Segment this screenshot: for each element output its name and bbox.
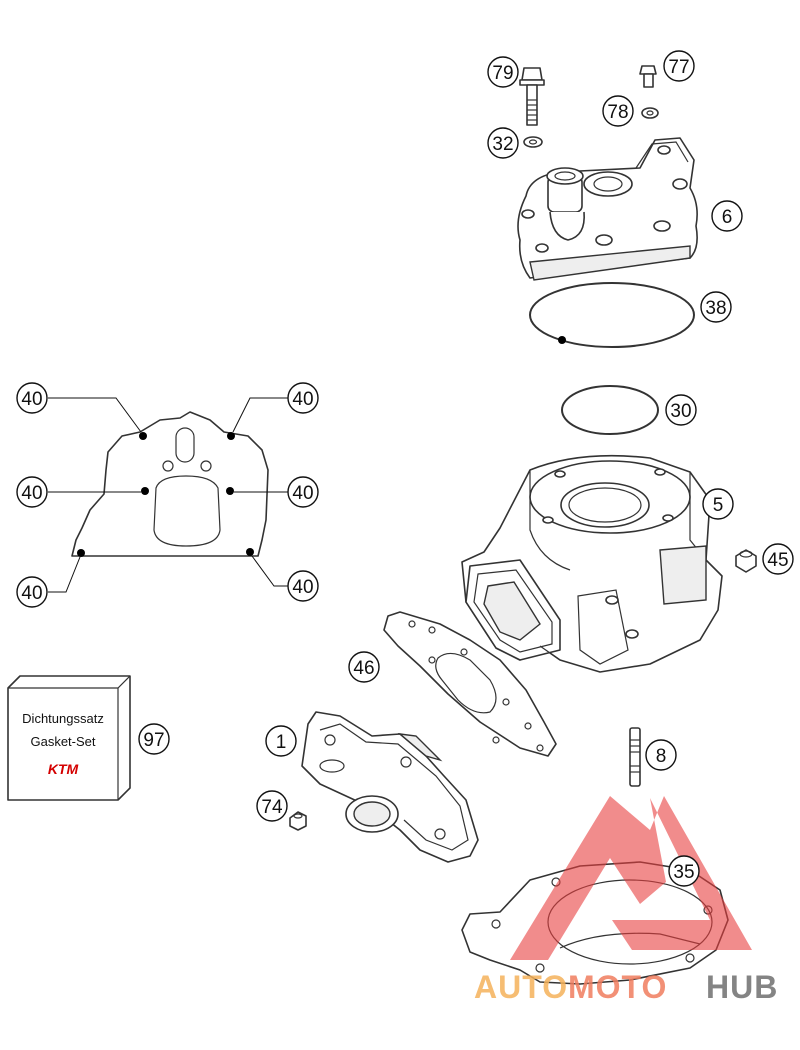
- svg-text:5: 5: [713, 495, 724, 516]
- part-gasket-46: [383, 611, 557, 757]
- part-washer-78: [641, 107, 659, 119]
- part-washer-32: [523, 136, 543, 148]
- svg-text:6: 6: [722, 207, 733, 228]
- gasket-set-line1: Dichtungssatz: [22, 711, 104, 726]
- svg-text:78: 78: [607, 102, 628, 123]
- callout-78: 78: [602, 95, 634, 127]
- watermark-text: AUTO MOTO HUB: [474, 969, 778, 1005]
- callout-30: 30: [665, 394, 697, 426]
- callout-79: 79: [487, 56, 519, 88]
- svg-text:1: 1: [276, 732, 287, 753]
- part-gasket-40: [71, 411, 269, 557]
- svg-text:77: 77: [668, 57, 689, 78]
- part-stud-8: [629, 727, 641, 787]
- callout-74: 74: [256, 790, 288, 822]
- svg-text:45: 45: [767, 550, 788, 571]
- callout-40-top-right: 40: [287, 382, 319, 414]
- part-bolt-79: [519, 67, 545, 126]
- callout-45: 45: [762, 543, 794, 575]
- svg-text:40: 40: [292, 483, 313, 504]
- part-intake-flange-1: [301, 711, 479, 863]
- callout-77: 77: [663, 50, 695, 82]
- part-nut-45: [735, 549, 757, 573]
- svg-text:38: 38: [705, 298, 726, 319]
- svg-text:74: 74: [261, 797, 283, 818]
- callout-8: 8: [645, 739, 677, 771]
- callout-32: 32: [487, 127, 519, 159]
- callout-40-bottom-right: 40: [287, 570, 319, 602]
- callout-35: 35: [668, 855, 700, 887]
- watermark-triangle-mark: [510, 796, 752, 960]
- svg-text:40: 40: [21, 389, 42, 410]
- callout-40-mid-left: 40: [16, 476, 48, 508]
- svg-text:35: 35: [673, 862, 694, 883]
- watermark-logo: [510, 796, 752, 960]
- watermark-hub: HUB: [706, 969, 778, 1005]
- leader-lines: [48, 397, 288, 593]
- callout-6: 6: [711, 200, 743, 232]
- svg-text:32: 32: [492, 134, 513, 155]
- svg-text:40: 40: [21, 583, 42, 604]
- part-cylinder-5: [461, 454, 723, 673]
- svg-text:8: 8: [656, 746, 667, 767]
- part-screw-77: [639, 65, 657, 88]
- svg-text:79: 79: [492, 63, 513, 84]
- callout-46: 46: [348, 651, 380, 683]
- part-cylinder-head-6: [517, 137, 698, 281]
- brand-logo-text: KTM: [48, 761, 79, 777]
- svg-text:97: 97: [143, 730, 164, 751]
- gasket-set-box: Dichtungssatz Gasket-Set KTM: [7, 675, 131, 801]
- callout-97: 97: [138, 723, 170, 755]
- svg-text:40: 40: [292, 389, 313, 410]
- callout-40-bottom-left: 40: [16, 576, 48, 608]
- part-o-ring-30: [561, 385, 659, 435]
- part-o-ring-38: [529, 282, 695, 348]
- callout-40-top-left: 40: [16, 382, 48, 414]
- svg-text:46: 46: [353, 658, 374, 679]
- watermark-moto: MOTO: [568, 969, 667, 1005]
- part-nut-74: [289, 811, 307, 831]
- callout-5: 5: [702, 488, 734, 520]
- svg-text:30: 30: [670, 401, 691, 422]
- svg-text:40: 40: [21, 483, 42, 504]
- callout-40-mid-right: 40: [287, 476, 319, 508]
- watermark-auto: AUTO: [474, 969, 568, 1005]
- callout-38: 38: [700, 291, 732, 323]
- callout-1: 1: [265, 725, 297, 757]
- gasket-set-line2: Gasket-Set: [30, 734, 95, 749]
- svg-text:40: 40: [292, 577, 313, 598]
